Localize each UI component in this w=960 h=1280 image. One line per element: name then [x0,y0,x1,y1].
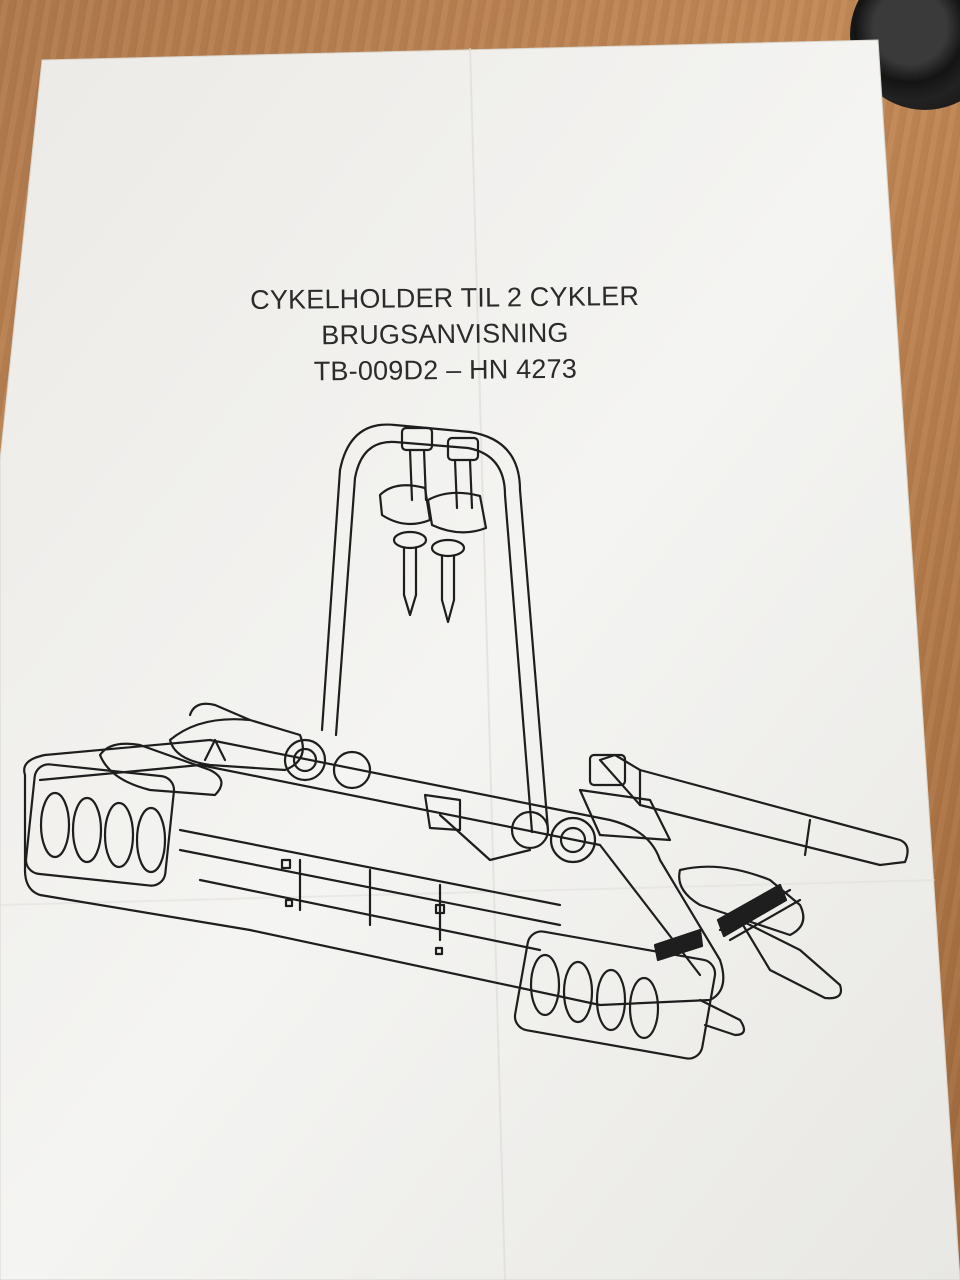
instruction-sheet: CYKELHOLDER TIL 2 CYKLER BRUGSANVISNING … [0,39,960,1280]
paper-sheet-shape [0,39,960,1280]
bike-rack-illustration [23,423,909,1060]
